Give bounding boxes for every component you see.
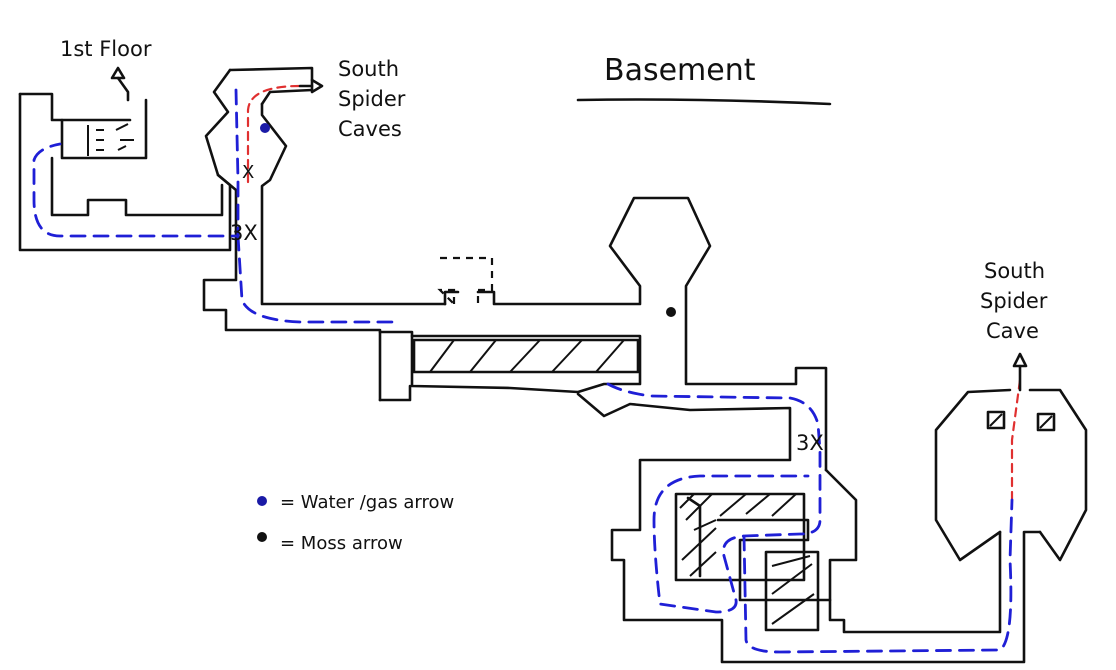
legend-water-gas-text: = Water /gas arrow [280, 492, 454, 513]
multiplier-label-upper: 3X [230, 221, 258, 245]
northwest-rooms [18, 92, 232, 252]
legend-moss-marker [257, 532, 267, 542]
multiplier-label-lower: 3X [796, 431, 824, 455]
title-underline [576, 98, 832, 106]
east-octagon-room [934, 388, 1088, 562]
first-floor-label: 1st Floor [60, 37, 152, 61]
south-spider-caves-label-east: South Spider Cave [980, 259, 1054, 343]
hidden-room [437, 256, 494, 307]
central-north-corridor [202, 66, 447, 402]
legend: = Water /gas arrow = Moss arrow [257, 492, 454, 554]
southeast-rooms [674, 468, 1002, 634]
south-spider-caves-label-top: South Spider Caves [338, 57, 412, 141]
moss-arrow-marker [666, 307, 676, 317]
cross-mark: X [242, 162, 254, 183]
first-floor-stairs: 1st Floor [60, 37, 152, 102]
exit-arrow-north [298, 78, 324, 94]
route-red-north [246, 84, 302, 184]
hatched-block-central [412, 338, 640, 374]
central-east-corridor [378, 196, 1042, 664]
route-red-east [1010, 378, 1022, 502]
water-gas-arrow-marker [260, 123, 270, 133]
map-title: Basement [604, 53, 756, 88]
exit-arrow-east [1012, 352, 1028, 392]
legend-moss-text: = Moss arrow [280, 533, 403, 554]
route-blue-main [32, 88, 1014, 654]
legend-water-gas-marker [257, 496, 267, 506]
